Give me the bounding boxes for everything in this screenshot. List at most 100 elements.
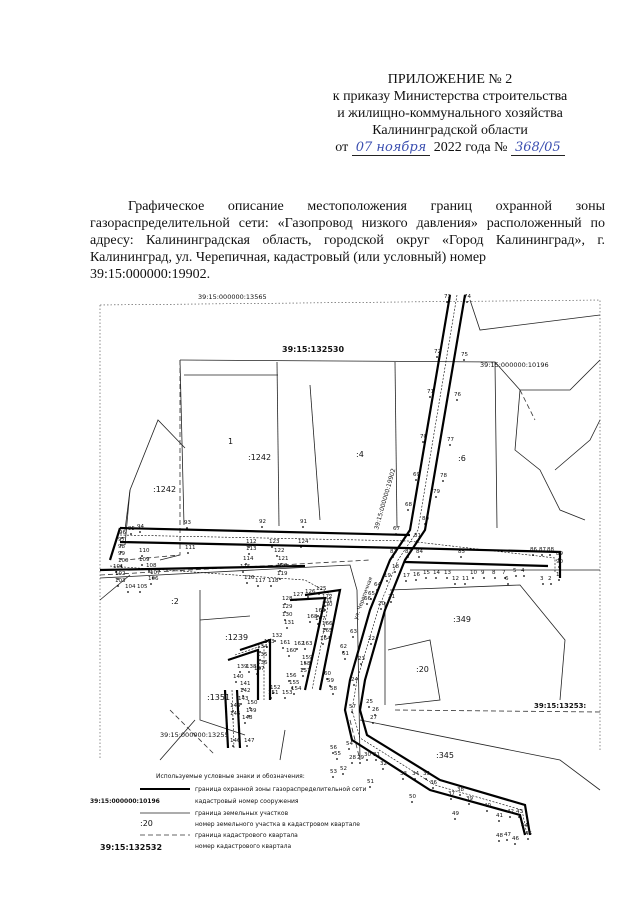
boundary-point-number: 35 bbox=[423, 771, 430, 777]
boundary-point-marker bbox=[141, 555, 143, 557]
boundary-point-167: 167 bbox=[315, 616, 326, 625]
boundary-point-marker bbox=[376, 589, 378, 591]
boundary-point-marker bbox=[375, 759, 377, 761]
boundary-point-97: 97 bbox=[118, 537, 125, 546]
boundary-point-marker bbox=[418, 556, 420, 558]
boundary-point-number: 44 bbox=[521, 823, 528, 829]
boundary-point-marker bbox=[429, 396, 431, 398]
boundary-point-number: 47 bbox=[504, 832, 511, 838]
boundary-point-47: 47 bbox=[504, 832, 511, 841]
boundary-point-110: 110 bbox=[139, 548, 150, 557]
boundary-point-marker bbox=[291, 687, 293, 689]
boundary-point-61: 61 bbox=[342, 651, 349, 660]
boundary-point-number: 92 bbox=[259, 519, 266, 525]
boundary-point-marker bbox=[353, 684, 355, 686]
boundary-point-59: 59 bbox=[327, 678, 334, 687]
boundary-point-166: 166 bbox=[322, 621, 333, 630]
boundary-point-marker bbox=[395, 533, 397, 535]
label-parcel-1351: :1351 bbox=[207, 693, 230, 702]
boundary-point-marker bbox=[295, 599, 297, 601]
boundary-point-24: 24 bbox=[351, 677, 358, 686]
boundary-point-number: 24 bbox=[351, 677, 358, 683]
boundary-point-163: 163 bbox=[302, 641, 313, 650]
boundary-point-marker bbox=[150, 583, 152, 585]
boundary-point-160: 160 bbox=[286, 648, 297, 657]
boundary-point-39: 39 bbox=[466, 796, 473, 805]
boundary-point-number: 89 bbox=[556, 551, 563, 557]
boundary-point-number: 41 bbox=[496, 813, 503, 819]
boundary-point-number: 67 bbox=[393, 526, 400, 532]
boundary-point-marker bbox=[456, 399, 458, 401]
boundary-point-number: 78 bbox=[440, 473, 447, 479]
boundary-point-number: 51 bbox=[367, 779, 374, 785]
boundary-point-number: 121 bbox=[278, 556, 289, 562]
boundary-point-marker bbox=[245, 563, 247, 565]
legend-item-parcel-boundary: граница земельных участков bbox=[195, 810, 289, 817]
boundary-point-marker bbox=[332, 776, 334, 778]
boundary-point-marker bbox=[336, 758, 338, 760]
boundary-point-78: 78 bbox=[440, 473, 447, 482]
legend-sample-quarter-number: 39:15:132532 bbox=[100, 843, 162, 852]
boundary-point-number: 168 bbox=[307, 614, 318, 620]
boundary-point-60: 60 bbox=[324, 671, 331, 680]
boundary-point-31: 31 bbox=[373, 752, 380, 761]
boundary-point-91: 91 bbox=[300, 519, 307, 528]
boundary-point-marker bbox=[300, 546, 302, 548]
boundary-point-54: 54 bbox=[346, 741, 353, 750]
boundary-point-number: 11 bbox=[462, 576, 469, 582]
boundary-point-23: 23 bbox=[358, 656, 365, 665]
boundary-point-number: 94 bbox=[137, 524, 144, 530]
boundary-point-number: 37 bbox=[448, 791, 455, 797]
boundary-point-number: 20 bbox=[378, 601, 385, 607]
boundary-point-169: 169 bbox=[315, 608, 326, 617]
boundary-point-marker bbox=[120, 565, 122, 567]
boundary-point-62: 62 bbox=[340, 644, 347, 653]
boundary-point-73: 73 bbox=[444, 294, 451, 303]
boundary-point-marker bbox=[259, 651, 261, 653]
boundary-point-103: 103 bbox=[115, 578, 126, 587]
label-cad-13255: 39:15:000000:13255 bbox=[160, 731, 229, 739]
boundary-point-marker bbox=[342, 651, 344, 653]
boundary-point-marker bbox=[405, 580, 407, 582]
boundary-point-106: 106 bbox=[148, 576, 159, 585]
boundary-point-marker bbox=[141, 564, 143, 566]
boundary-point-127: 127 bbox=[293, 592, 304, 601]
boundary-point-marker bbox=[366, 759, 368, 761]
boundary-point-marker bbox=[324, 605, 326, 607]
boundary-point-number: 27 bbox=[370, 715, 377, 721]
boundary-point-number: 157 bbox=[300, 668, 311, 674]
boundary-point-number: 105 bbox=[137, 584, 148, 590]
boundary-point-number: 36 bbox=[430, 780, 437, 786]
boundary-point-marker bbox=[435, 496, 437, 498]
boundary-point-128: 128 bbox=[282, 596, 293, 605]
boundary-point-99: 99 bbox=[118, 551, 125, 560]
boundary-point-58: 58 bbox=[330, 686, 337, 695]
boundary-point-number: 15 bbox=[423, 570, 430, 576]
boundary-point-marker bbox=[415, 579, 417, 581]
boundary-point-161: 161 bbox=[280, 640, 291, 649]
boundary-point-number: 80 bbox=[422, 516, 429, 522]
boundary-point-marker bbox=[279, 578, 281, 580]
boundary-point-marker bbox=[542, 583, 544, 585]
label-pipe-cad-19902: 39:15:000000:19902 bbox=[373, 468, 397, 531]
boundary-point-marker bbox=[446, 577, 448, 579]
boundary-point-number: 63 bbox=[350, 629, 357, 635]
boundary-point-number: 43 bbox=[516, 809, 523, 815]
boundary-point-number: 167 bbox=[315, 616, 326, 622]
boundary-point-number: 103 bbox=[115, 578, 126, 584]
boundary-point-92: 92 bbox=[259, 519, 266, 528]
appendix-header: ПРИЛОЖЕНИЕ № 2 к приказу Министерства ст… bbox=[300, 71, 600, 156]
boundary-point-number: 30 bbox=[364, 752, 371, 758]
boundary-point-36: 36 bbox=[430, 780, 437, 789]
boundary-point-marker bbox=[242, 571, 244, 573]
order-ref-line-1: к приказу Министерства строительства bbox=[332, 89, 568, 104]
boundary-point-21: 21 bbox=[388, 594, 395, 603]
boundary-point-marker bbox=[515, 575, 517, 577]
boundary-point-marker bbox=[288, 680, 290, 682]
boundary-point-number: 101 bbox=[113, 564, 124, 570]
boundary-point-26: 26 bbox=[372, 707, 379, 716]
boundary-point-marker bbox=[115, 571, 117, 573]
boundary-point-number: 110 bbox=[139, 548, 150, 554]
boundary-point-number: 17 bbox=[403, 573, 410, 579]
boundary-point-marker bbox=[464, 583, 466, 585]
